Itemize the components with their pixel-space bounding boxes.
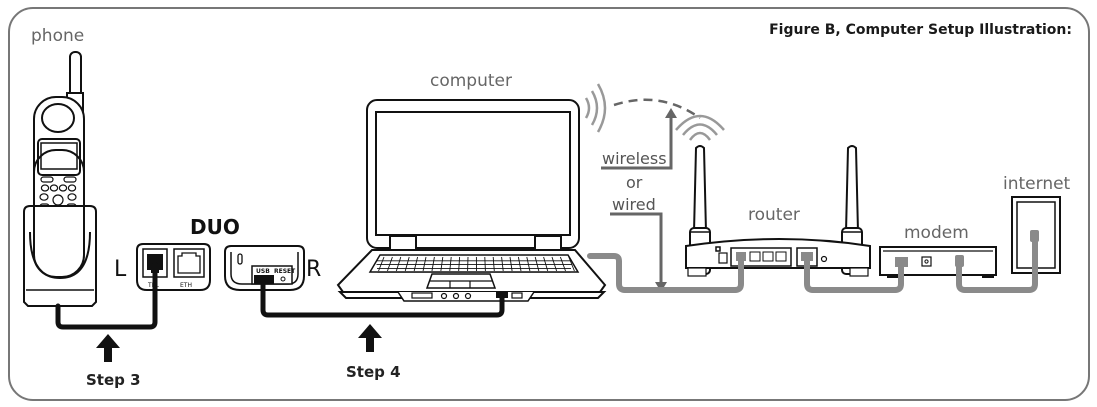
phone-cable <box>55 261 158 330</box>
reset-label: RESET <box>274 268 296 275</box>
usb-port-label: USB <box>256 268 270 275</box>
eth-port-label: ETH <box>180 282 192 289</box>
cable-modem-internet <box>956 237 1038 293</box>
wireless-link-arc <box>613 98 701 120</box>
router-label: router <box>748 205 800 225</box>
duo-right-panel: USB RESET <box>224 245 305 291</box>
modem-label: modem <box>904 223 969 243</box>
up-arrow-icon <box>358 324 382 352</box>
step-3-label: Step 3 <box>86 371 141 389</box>
usb-cable <box>260 279 505 318</box>
figure-title: Figure B, Computer Setup Illustration: <box>769 22 1072 38</box>
laptop-wifi-signal-icon <box>584 83 607 133</box>
duo-left-side-label: L <box>114 257 127 282</box>
internet-label: internet <box>1003 174 1071 194</box>
step-3: Step 3 <box>86 334 141 389</box>
computer-label: computer <box>430 71 512 91</box>
laptop-icon <box>336 99 607 302</box>
router-icon <box>685 145 871 277</box>
usb-plug-icon <box>254 275 274 284</box>
eth-port-icon <box>177 252 201 274</box>
ethernet-cable-router-modem <box>804 255 904 293</box>
or-label: or <box>626 173 643 192</box>
duo-right-side-label: R <box>306 257 321 282</box>
ethernet-cable-laptop-router <box>587 253 744 293</box>
step-4-label: Step 4 <box>346 363 401 381</box>
phone-label: phone <box>31 26 84 46</box>
step-4: Step 4 <box>346 324 401 381</box>
up-arrow-icon <box>96 334 120 362</box>
cordless-phone-icon <box>23 51 97 307</box>
router-wifi-signal-icon <box>675 114 725 141</box>
wireless-label: wireless <box>602 149 667 168</box>
wireless-arrow-icon <box>665 108 677 118</box>
wired-label: wired <box>612 195 656 214</box>
modem-icon <box>879 246 997 278</box>
duo-label: DUO <box>190 215 240 239</box>
duo-left-panel: TEL ETH <box>136 243 211 291</box>
